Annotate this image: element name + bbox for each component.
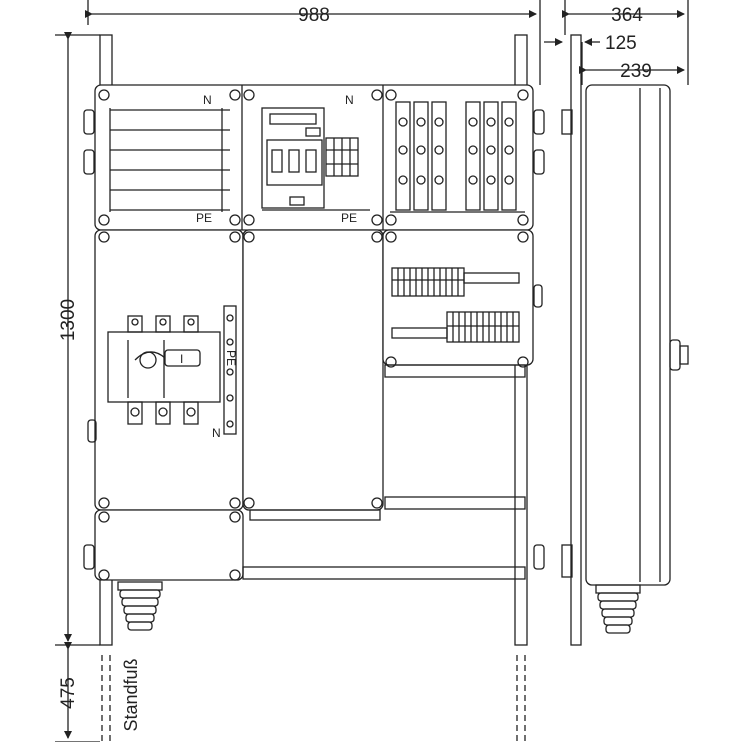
dimension-lines <box>55 0 689 742</box>
label-pe-busbar: PE <box>196 211 212 225</box>
dimension-depth-total: 364 <box>611 5 643 26</box>
cabinet-frame <box>94 84 534 581</box>
main-switch <box>107 305 237 435</box>
label-n-meter: N <box>345 93 354 107</box>
cable-gland-front <box>117 581 163 631</box>
side-view <box>561 34 689 646</box>
corner-screws <box>98 89 529 581</box>
hinges <box>83 109 545 570</box>
dimension-width: 988 <box>298 5 330 26</box>
label-n-busbar: N <box>203 93 212 107</box>
switch-indicator: I <box>180 352 183 366</box>
label-pe-rail: PE <box>224 350 238 366</box>
dimension-height: 1300 <box>58 299 79 341</box>
busbar-section <box>109 108 230 212</box>
dimension-foot-height: 475 <box>58 677 79 709</box>
breaker-rows <box>391 267 520 343</box>
dimension-depth-mount: 125 <box>605 33 637 54</box>
dimension-depth-box: 239 <box>620 61 652 82</box>
terminal-blocks <box>390 101 525 213</box>
label-pe-meter: PE <box>341 211 357 225</box>
stand-foot-label: Standfuß <box>121 658 141 731</box>
label-n-rail: N <box>212 426 221 440</box>
meter-section <box>261 107 370 211</box>
